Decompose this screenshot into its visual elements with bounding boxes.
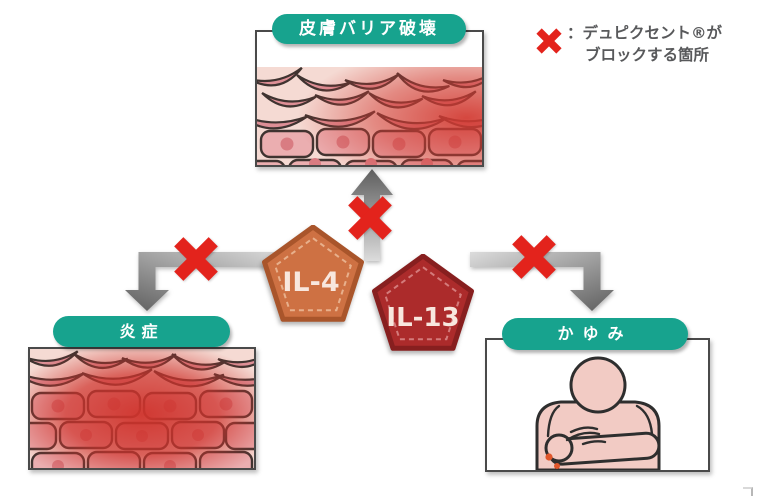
skin-barrier-label: 皮膚バリア破壊 xyxy=(272,14,466,44)
corner-artifact xyxy=(743,487,753,496)
legend: ：デュピクセント®が ブロックする箇所 xyxy=(534,22,722,66)
right-elbow-arrow xyxy=(470,252,614,311)
itch-panel xyxy=(485,338,710,472)
block-x-right-icon xyxy=(512,235,556,279)
block-x-up-icon xyxy=(348,196,392,240)
il13-pentagon: IL-13 xyxy=(372,254,474,351)
block-x-icon xyxy=(536,28,562,54)
il13-label: IL-13 xyxy=(386,303,459,333)
inflammation-label: 炎症 xyxy=(53,316,230,347)
scratching-person-illustration xyxy=(535,356,661,470)
skin-barrier-panel xyxy=(255,30,484,167)
il4-pentagon: IL-4 xyxy=(262,225,364,322)
block-x-left-icon xyxy=(174,237,218,281)
legend-line1: ：デュピクセント®が xyxy=(567,24,723,42)
legend-line2: ブロックする箇所 xyxy=(585,46,710,64)
inflammation-panel xyxy=(28,347,256,470)
skin-barrier-illustration xyxy=(257,67,482,165)
legend-text: ：デュピクセント®が ブロックする箇所 xyxy=(567,22,722,66)
left-elbow-arrow xyxy=(125,252,290,311)
il4-label: IL-4 xyxy=(282,267,339,298)
inflamed-skin-illustration xyxy=(30,349,254,468)
itch-label: かゆみ xyxy=(502,318,688,350)
